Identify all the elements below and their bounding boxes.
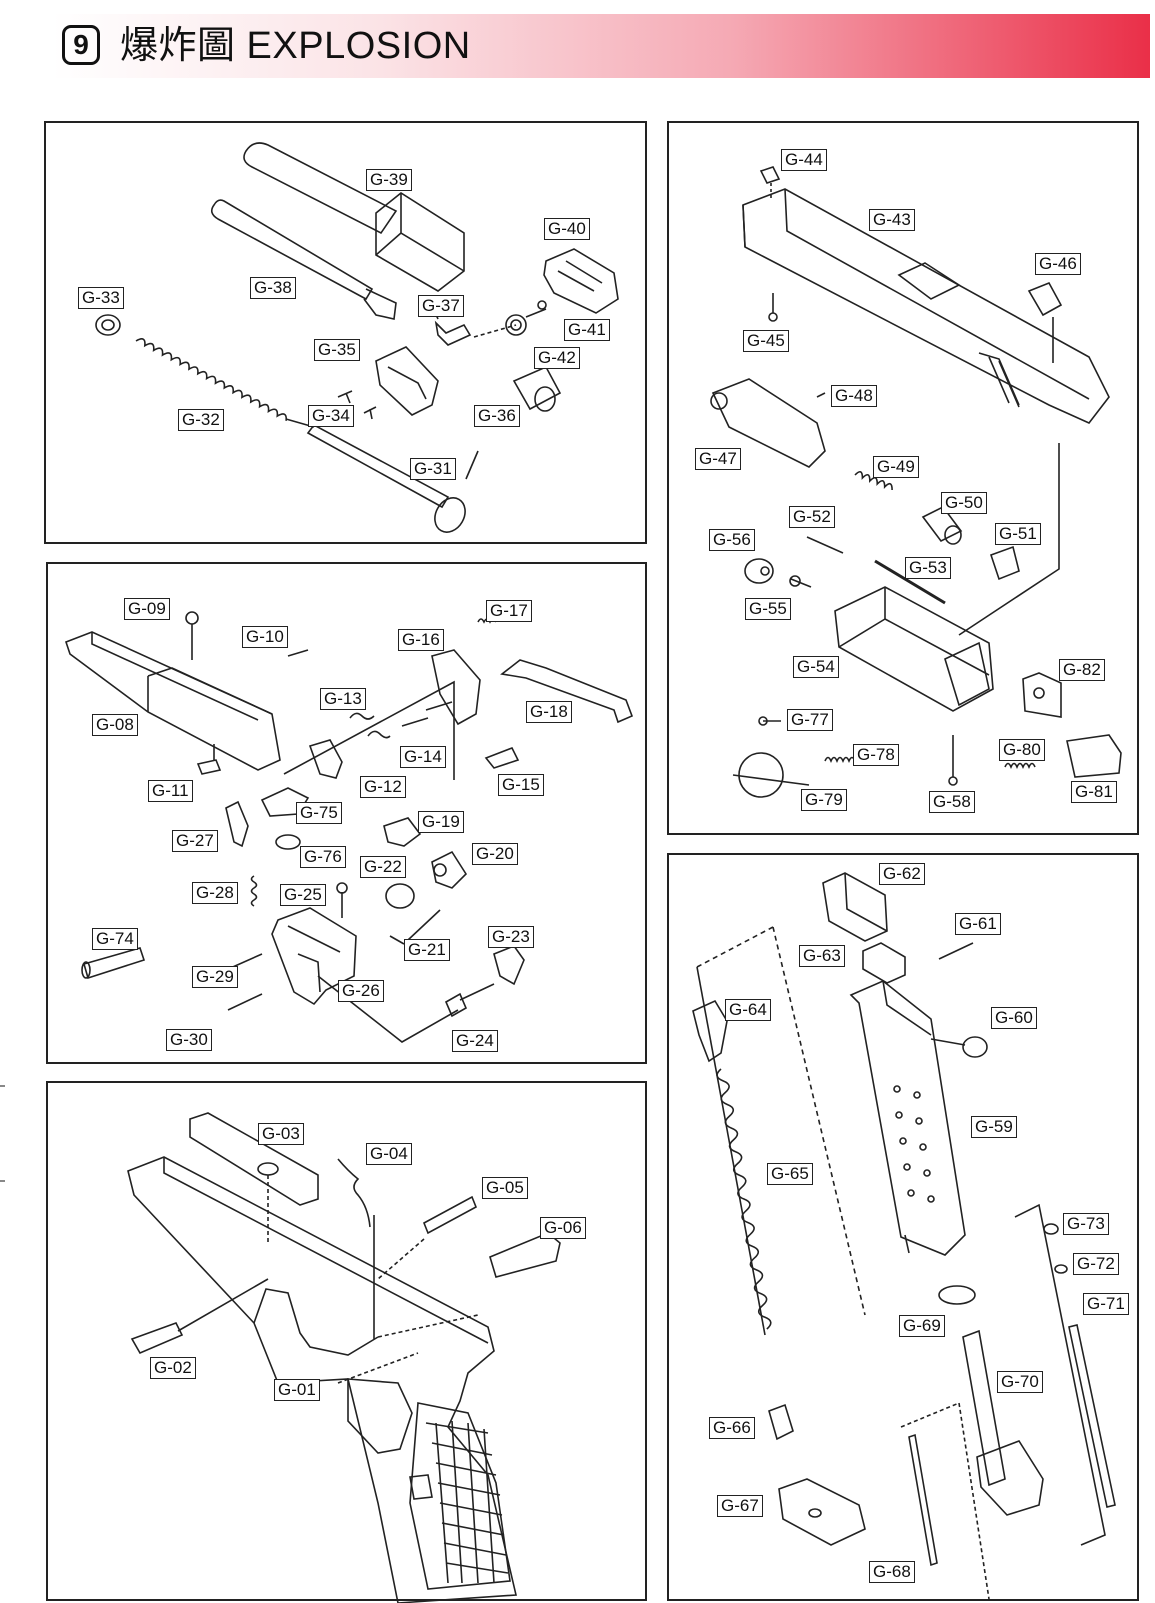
part-label-g11: G-11 [148, 780, 193, 802]
part-label-g63: G-63 [799, 945, 845, 967]
part-label-g49: G-49 [873, 456, 919, 478]
part-label-g34: G-34 [308, 405, 354, 427]
part-label-g68: G-68 [869, 1561, 915, 1583]
part-label-g17: G-17 [486, 600, 532, 622]
part-label-g70: G-70 [997, 1371, 1043, 1393]
part-label-g12: G-12 [360, 776, 406, 798]
part-label-g64: G-64 [725, 999, 771, 1021]
part-label-g01: G-01 [274, 1379, 320, 1401]
part-label-g43: G-43 [869, 209, 915, 231]
part-label-g25: G-25 [280, 884, 326, 906]
part-label-g21: G-21 [404, 939, 450, 961]
trigger-housing-drawing [64, 611, 634, 1043]
part-label-g35: G-35 [314, 339, 360, 361]
panel-slide-assembly: G-44 G-43 G-46 G-45 G-48 G-47 G-49 G-50 … [667, 121, 1139, 835]
part-label-g41: G-41 [564, 319, 610, 341]
part-label-g06: G-06 [540, 1217, 586, 1239]
part-label-g48: G-48 [831, 385, 877, 407]
part-label-g71: G-71 [1083, 1293, 1129, 1315]
part-label-g72: G-72 [1073, 1253, 1119, 1275]
part-label-g79: G-79 [801, 789, 847, 811]
panel-magazine-assembly: G-62 G-61 G-63 G-64 G-60 G-59 G-65 G-73 … [667, 853, 1139, 1601]
part-label-g65: G-65 [767, 1163, 813, 1185]
part-label-g14: G-14 [400, 746, 446, 768]
part-label-g80: G-80 [999, 739, 1045, 761]
part-label-g30: G-30 [166, 1029, 212, 1051]
part-label-g58: G-58 [929, 791, 975, 813]
part-label-g44: G-44 [781, 149, 827, 171]
part-label-g02: G-02 [150, 1357, 196, 1379]
part-label-g55: G-55 [745, 598, 791, 620]
part-label-g38: G-38 [250, 277, 296, 299]
part-label-g46: G-46 [1035, 253, 1081, 275]
panel-barrel-assembly: G-39 G-40 G-38 G-37 G-33 G-41 G-35 G-42 … [44, 121, 647, 544]
part-label-g08: G-08 [92, 714, 138, 736]
part-label-g76: G-76 [300, 846, 346, 868]
part-label-g03: G-03 [258, 1123, 304, 1145]
barrel-assembly-drawing [95, 142, 619, 533]
part-label-g32: G-32 [178, 409, 224, 431]
part-label-g53: G-53 [905, 557, 951, 579]
part-label-g09: G-09 [124, 598, 170, 620]
part-label-g74: G-74 [92, 928, 138, 950]
part-label-g16: G-16 [398, 629, 444, 651]
part-label-g56: G-56 [709, 529, 755, 551]
part-label-g05: G-05 [482, 1177, 528, 1199]
part-label-g33: G-33 [78, 287, 124, 309]
header-banner [52, 14, 1150, 78]
part-label-g40: G-40 [544, 218, 590, 240]
panel-frame-assembly: G-03 G-04 G-05 G-06 G-02 G-01 [46, 1081, 647, 1603]
part-label-g82: G-82 [1059, 659, 1105, 681]
part-label-g28: G-28 [192, 882, 238, 904]
part-label-g18: G-18 [526, 701, 572, 723]
part-label-g52: G-52 [789, 506, 835, 528]
part-label-g24: G-24 [452, 1030, 498, 1052]
part-label-g10: G-10 [242, 626, 288, 648]
part-label-g23: G-23 [488, 926, 534, 948]
part-label-g29: G-29 [192, 966, 238, 988]
part-label-g13: G-13 [320, 688, 366, 710]
part-label-g54: G-54 [793, 656, 839, 678]
section-number-badge: 9 [62, 25, 100, 65]
part-label-g78: G-78 [853, 744, 899, 766]
part-label-g27: G-27 [172, 830, 218, 852]
part-label-g81: G-81 [1071, 781, 1117, 803]
part-label-g39: G-39 [366, 169, 412, 191]
part-label-g75: G-75 [296, 802, 342, 824]
part-label-g22: G-22 [360, 856, 406, 878]
part-label-g45: G-45 [743, 330, 789, 352]
part-label-g37: G-37 [418, 295, 464, 317]
part-label-g73: G-73 [1063, 1213, 1109, 1235]
part-label-g66: G-66 [709, 1417, 755, 1439]
part-label-g31: G-31 [410, 458, 456, 480]
part-label-g60: G-60 [991, 1007, 1037, 1029]
frame-assembly-drawing [127, 1112, 561, 1603]
part-label-g19: G-19 [418, 811, 464, 833]
part-label-g42: G-42 [534, 347, 580, 369]
part-label-g04: G-04 [366, 1143, 412, 1165]
part-label-g47: G-47 [695, 448, 741, 470]
part-label-g69: G-69 [899, 1315, 945, 1337]
part-label-g77: G-77 [787, 709, 833, 731]
panel-trigger-housing-assembly: G-09 G-17 G-10 G-16 G-13 G-18 G-08 G-14 … [46, 562, 647, 1064]
part-label-g62: G-62 [879, 863, 925, 885]
magazine-assembly-drawing [692, 872, 1116, 1600]
page-title: 爆炸圖 EXPLOSION [120, 25, 471, 67]
part-label-g61: G-61 [955, 913, 1001, 935]
part-label-g36: G-36 [474, 405, 520, 427]
part-label-g67: G-67 [717, 1495, 763, 1517]
edge-mark [0, 1180, 5, 1182]
part-label-g26: G-26 [338, 980, 384, 1002]
part-label-g50: G-50 [941, 492, 987, 514]
part-label-g51: G-51 [995, 523, 1041, 545]
part-label-g59: G-59 [971, 1116, 1017, 1138]
edge-mark [0, 1085, 5, 1087]
part-label-g20: G-20 [472, 843, 518, 865]
part-label-g15: G-15 [498, 774, 544, 796]
